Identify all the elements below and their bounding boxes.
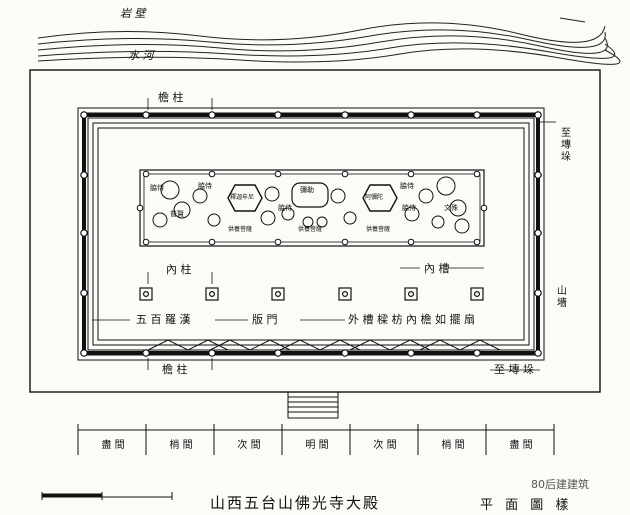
eave-column [274, 111, 282, 119]
mountain-wall-label: 山 墻 [557, 286, 567, 309]
eave-column [80, 229, 88, 237]
drawing-title: 山西五台山佛光寺大殿 [210, 494, 381, 512]
door-label: 版 門 [252, 313, 278, 326]
rock-cliff-label: 岩 壁 [120, 7, 146, 20]
pedestal-left [227, 184, 263, 212]
eave-columns [80, 111, 542, 357]
eave-column [341, 111, 349, 119]
bay-label-2: 梢 間 [169, 440, 193, 451]
river-label: 水 河 [128, 49, 154, 62]
statue-figures [152, 176, 470, 234]
bay-dimension-line [77, 424, 555, 455]
inner-column [143, 291, 150, 298]
pedestal-center [291, 182, 329, 208]
bay-label-6: 梢 間 [441, 440, 465, 451]
inner-column-base [205, 287, 219, 301]
eave-column [407, 349, 415, 357]
eave-column [274, 349, 282, 357]
eave-column [407, 111, 415, 119]
bay-label-1: 盡 間 [101, 440, 125, 451]
brick-platform-right-label: 至 塼 垛 [561, 128, 571, 163]
inner-column-base [404, 287, 418, 301]
statue-label-attendant-4: 脇侍 [400, 182, 414, 190]
enclosure-column [473, 170, 481, 178]
hill-hatching [37, 22, 621, 65]
enclosure-column [473, 238, 481, 246]
leader-lines [92, 98, 556, 371]
eave-column [208, 349, 216, 357]
statue-label-offering-3: 供養菩薩 [366, 226, 391, 233]
enclosure-column [480, 204, 488, 212]
eave-column [80, 171, 88, 179]
inner-groove-label: 內 槽 [424, 262, 450, 275]
wall-mural-label: 五 百 羅 漢 [136, 313, 191, 326]
enclosure-column [136, 204, 144, 212]
bay-label-7: 盡 間 [509, 440, 533, 451]
eave-column [142, 349, 150, 357]
enclosure-column [274, 170, 282, 178]
inner-column [275, 291, 282, 298]
eave-column-bottom-label: 檐 柱 [162, 363, 188, 376]
eave-column [341, 349, 349, 357]
enclosure-columns [136, 170, 488, 246]
inner-column [209, 291, 216, 298]
eave-column [80, 111, 88, 119]
enclosure-column [142, 238, 150, 246]
bay-label-4: 明 間 [305, 440, 329, 451]
enclosure-column [341, 238, 349, 246]
eave-column [80, 289, 88, 297]
statue-label-offering-1: 供養菩薩 [228, 226, 253, 233]
drawing-subtitle: 平 面 圖 樣 [480, 498, 573, 513]
statue-label-manjusri: 文殊 [444, 204, 458, 212]
eave-column [534, 349, 542, 357]
eave-column [534, 289, 542, 297]
enclosure-column [274, 238, 282, 246]
inner-column-base [338, 287, 352, 301]
outer-groove-label: 外 槽 樑 枋 內 檐 如 擺 扇 [348, 313, 475, 326]
statue-label-offering-2: 供養菩薩 [298, 226, 323, 233]
statue-label-attendant-1: 脇侍 [150, 184, 164, 192]
inner-column-label: 內 柱 [166, 263, 192, 276]
inner-column [408, 291, 415, 298]
inner-column-base [271, 287, 285, 301]
watermark: 80后建建筑 [531, 478, 589, 491]
front-doors [147, 339, 501, 351]
enclosure-column [407, 170, 415, 178]
inner-columns [139, 287, 484, 301]
eave-column-top-label: 檐 柱 [158, 91, 184, 104]
statue-label-attendant-3: 脇侍 [278, 204, 292, 212]
bay-label-5: 次 間 [373, 440, 397, 451]
statue-label-amitabha: 阿彌陀 [365, 194, 384, 201]
statue-label-attendant-2: 脇侍 [198, 182, 212, 190]
enclosure-column [341, 170, 349, 178]
brick-platform-bottom-label: 至 塼 垛 [494, 363, 534, 376]
statue-label-maitreya: 彌勒 [300, 186, 314, 194]
pedestal-right [362, 184, 398, 212]
inner-column [474, 291, 481, 298]
eave-column [142, 111, 150, 119]
inner-column [342, 291, 349, 298]
enclosure-column [208, 170, 216, 178]
eave-column [473, 349, 481, 357]
front-stairs [287, 391, 339, 419]
inner-column-base [470, 287, 484, 301]
statue-label-puxian: 普賢 [170, 210, 184, 218]
eave-column [534, 171, 542, 179]
enclosure-column [208, 238, 216, 246]
statue-label-attendant-5: 脇侍 [402, 204, 416, 212]
bay-label-3: 次 間 [237, 440, 261, 451]
eave-column [208, 111, 216, 119]
eave-column [80, 349, 88, 357]
statue-label-shakyamuni: 釋迦牟尼 [230, 194, 255, 201]
eave-column [534, 111, 542, 119]
eave-column [473, 111, 481, 119]
enclosure-column [407, 238, 415, 246]
scale-bar [41, 492, 173, 500]
eave-column [534, 229, 542, 237]
inner-column-base [139, 287, 153, 301]
enclosure-column [142, 170, 150, 178]
